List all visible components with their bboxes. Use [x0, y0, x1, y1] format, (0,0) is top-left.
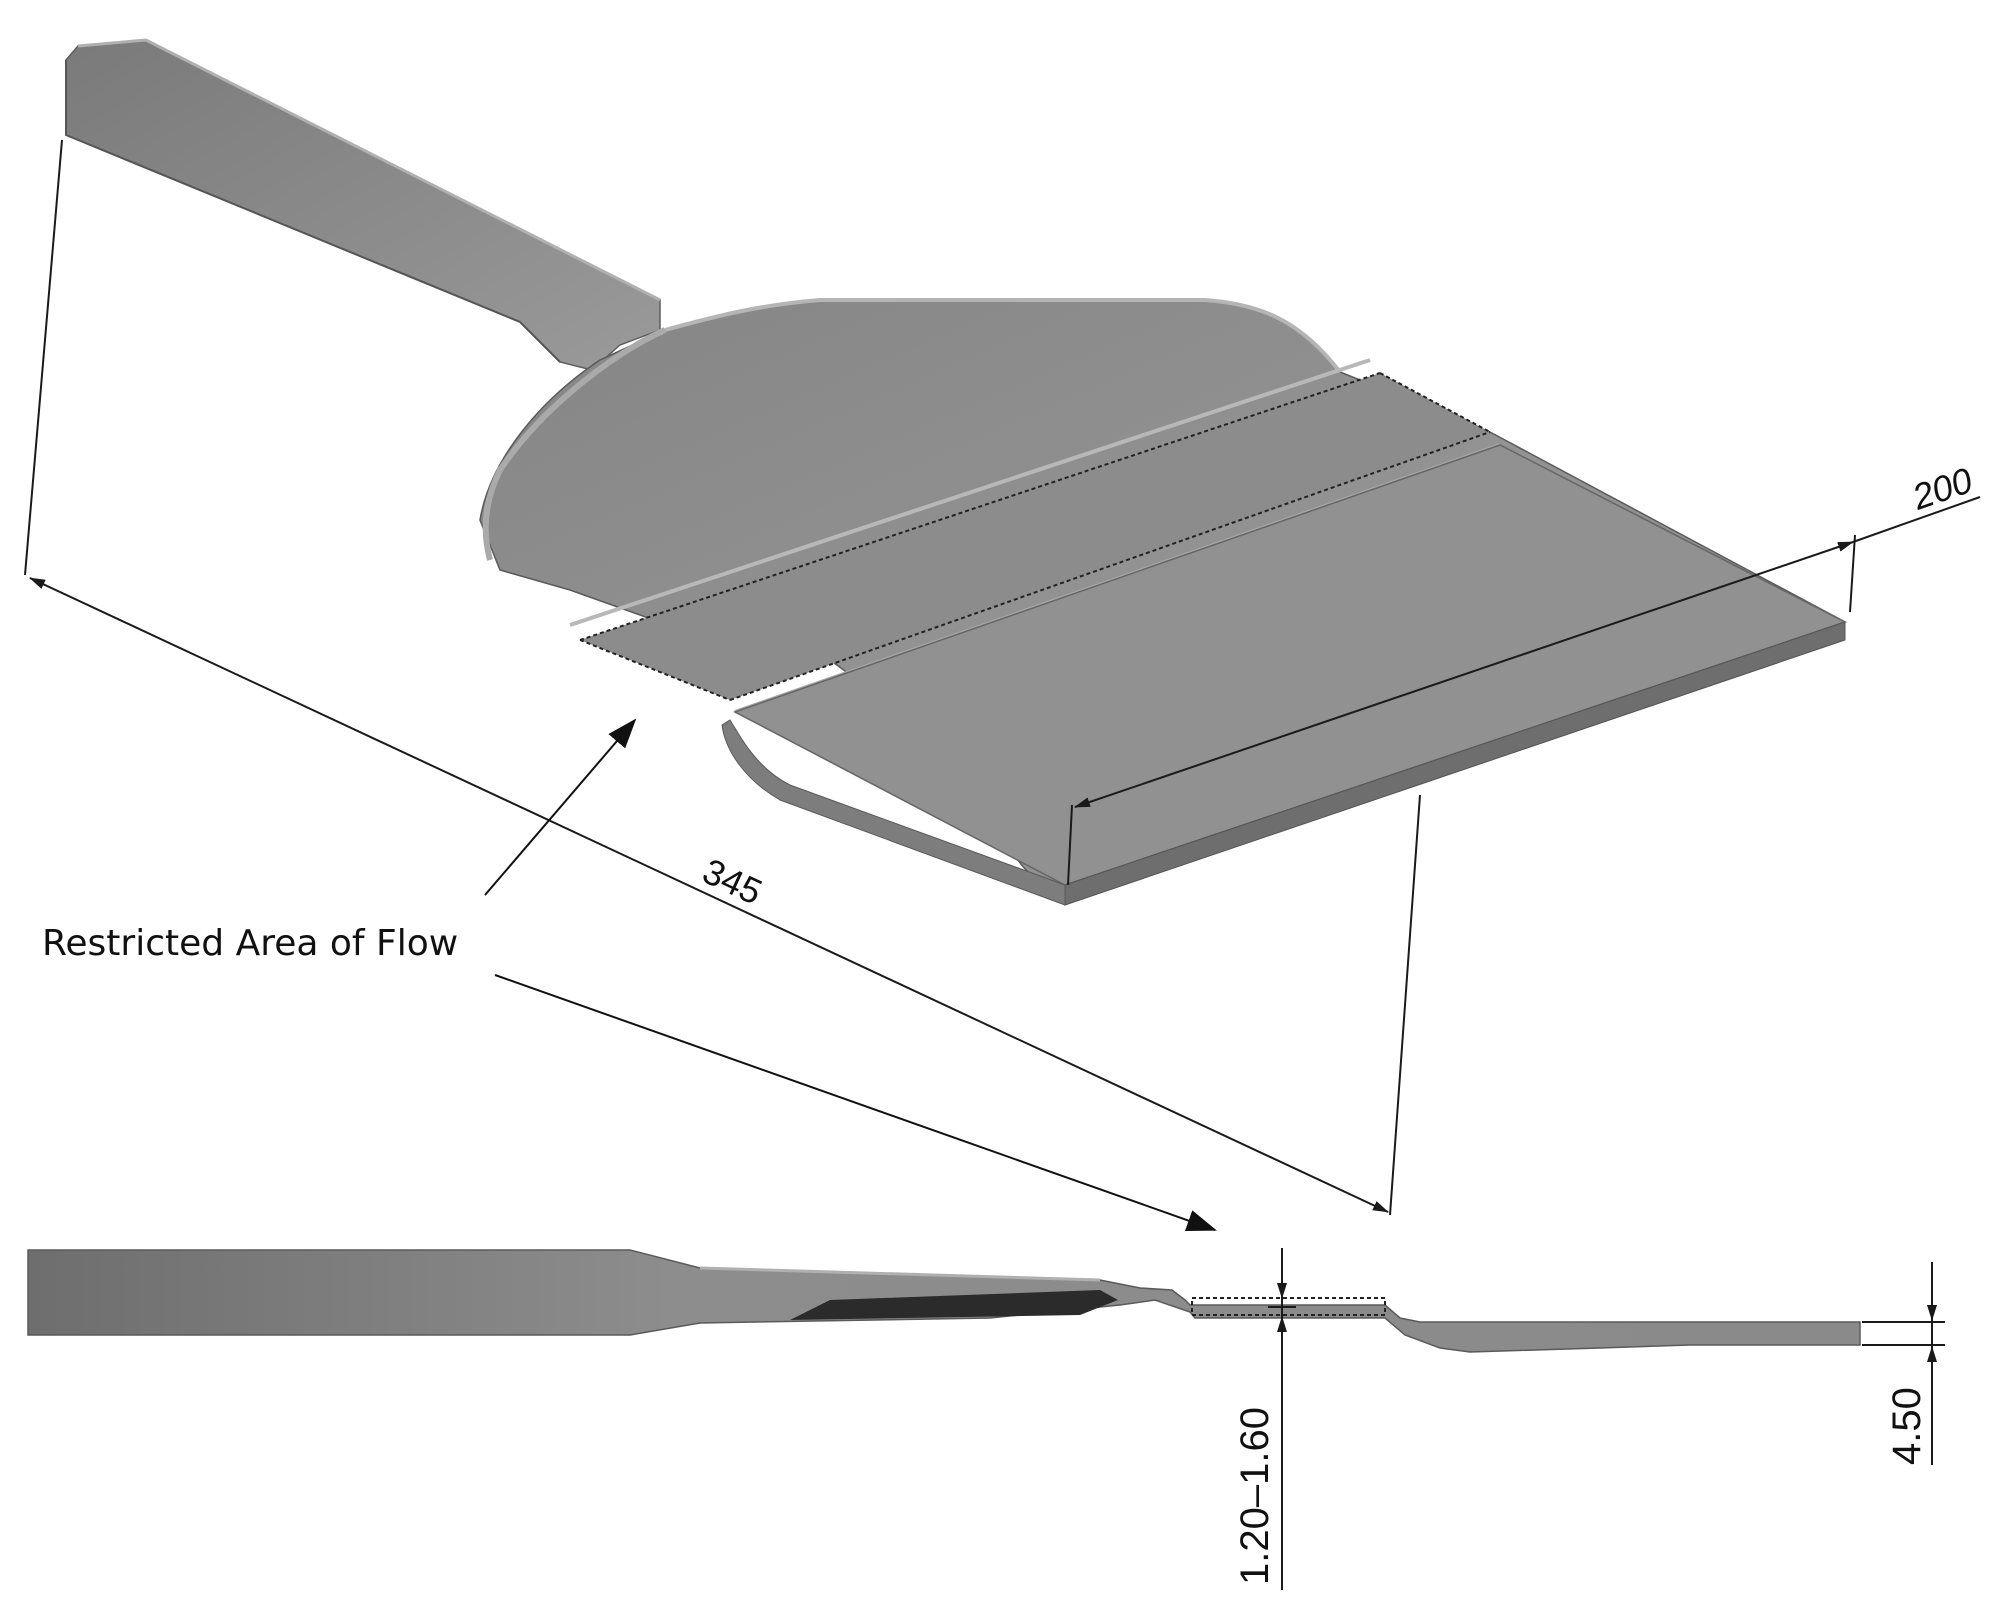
dim-label-345: 345 [697, 850, 769, 913]
isometric-part-view [65, 38, 1847, 906]
handle-front-face [65, 60, 561, 363]
annotation-arrow-section [494, 974, 1217, 1232]
handle-top-edge [77, 38, 661, 302]
left-curved-lip [482, 327, 667, 561]
dim-line-345 [29, 577, 1389, 1213]
handle-bar [65, 39, 661, 371]
side-section-view [27, 1249, 1861, 1353]
dim-line-200 [1074, 541, 1854, 808]
dim-label-plate: 4.50 [1885, 1387, 1929, 1465]
extension-line-plate-end [1389, 794, 1421, 1216]
rear-lip [664, 298, 1342, 374]
dim-leader-200 [1852, 496, 1981, 543]
dim-label-restricted: 1.20–1.60 [1233, 1407, 1277, 1585]
annotation-label: Restricted Area of Flow [42, 923, 458, 964]
extension-line-handle-end [24, 139, 63, 576]
annotation-arrow-iso [484, 718, 637, 896]
extension-line-200-right [1849, 534, 1856, 613]
section-top-highlight [699, 1266, 1101, 1282]
dim-label-200: 200 [1906, 459, 1977, 518]
section-shadow-wedge [790, 1290, 1118, 1320]
dimension-lines-section: 1.20–1.60 4.50 [1233, 1248, 1945, 1590]
restricted-flow-annotation: Restricted Area of Flow [42, 718, 1217, 1232]
extension-line-200-left [1067, 804, 1073, 886]
